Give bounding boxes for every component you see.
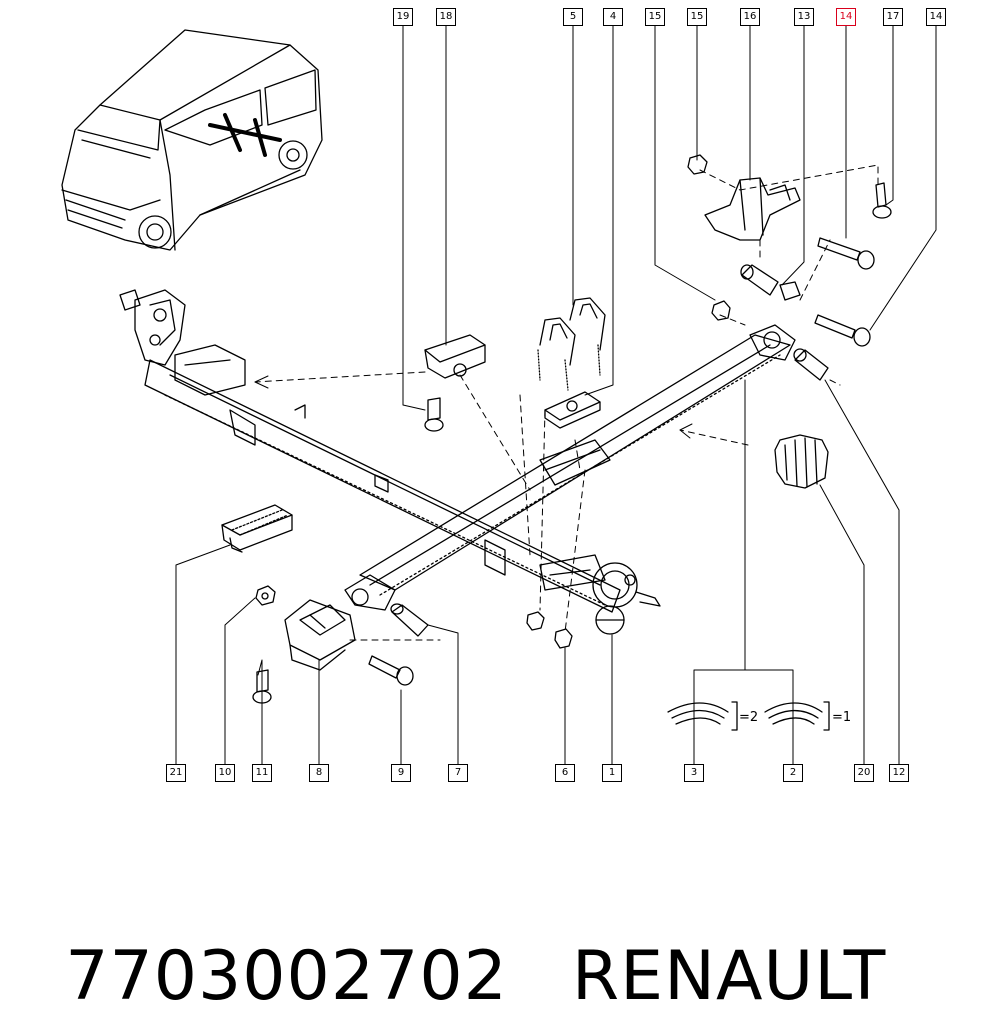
nut-15 [687,154,731,321]
mounting-bracket [284,599,356,671]
leaf-symbol-3 [667,701,738,731]
callout-3: 3 [684,764,704,782]
rear-axle-beam [144,344,621,613]
bushing-12 [793,348,829,381]
callout-19: 19 [393,8,413,26]
callout-2: 2 [783,764,803,782]
callout-20: 20 [854,764,874,782]
bolt-14-upper [817,237,875,270]
callout-13: 13 [794,8,814,26]
leaf-symbol-2 [764,701,830,731]
nut-10 [255,585,276,606]
callout-18: 18 [436,8,456,26]
leaf-spring [344,324,796,611]
callout-7: 7 [448,764,468,782]
callout-11: 11 [252,764,272,782]
callout-4: 4 [603,8,623,26]
suspension-exploded-diagram [61,23,937,773]
bolt-17 [872,182,892,219]
bushing-7 [390,603,429,637]
rubber-pad [221,504,293,553]
nut-6b [554,628,573,649]
assembly-lines [254,164,879,641]
callout-12: 12 [889,764,909,782]
bushing-13 [740,264,801,301]
spring-seat-plate [544,391,601,429]
qty-note-right: =1 [832,710,852,725]
callout-8: 8 [309,764,329,782]
right-stub-axle [592,562,661,635]
part-number: 7703002702 [65,937,508,1016]
bolt-9 [368,655,414,686]
callout-16: 16 [740,8,760,26]
u-bolts [537,297,606,391]
callout-1: 1 [602,764,622,782]
bolt-14-lower [814,314,871,347]
callout-15b: 15 [687,8,707,26]
callout-6: 6 [555,764,575,782]
callout-15a: 15 [645,8,665,26]
left-stub-axle [119,289,186,366]
leader-lines [175,23,937,773]
callout-21: 21 [166,764,186,782]
callout-10: 10 [215,764,235,782]
nut-6a [526,611,545,631]
callout-5: 5 [563,8,583,26]
callout-17: 17 [883,8,903,26]
part-caption: 7703002702 RENAULT [20,858,886,1016]
bolt-19 [424,397,444,432]
qty-note-left: =2 [739,710,759,725]
callout-14-highlighted: 14 [836,8,856,26]
brand-name: RENAULT [571,937,887,1016]
bump-stop [424,334,486,379]
van-illustration [61,29,323,251]
callout-9: 9 [391,764,411,782]
callout-14: 14 [926,8,946,26]
spring-bump-stop [774,434,829,489]
shackle-16 [704,177,801,241]
